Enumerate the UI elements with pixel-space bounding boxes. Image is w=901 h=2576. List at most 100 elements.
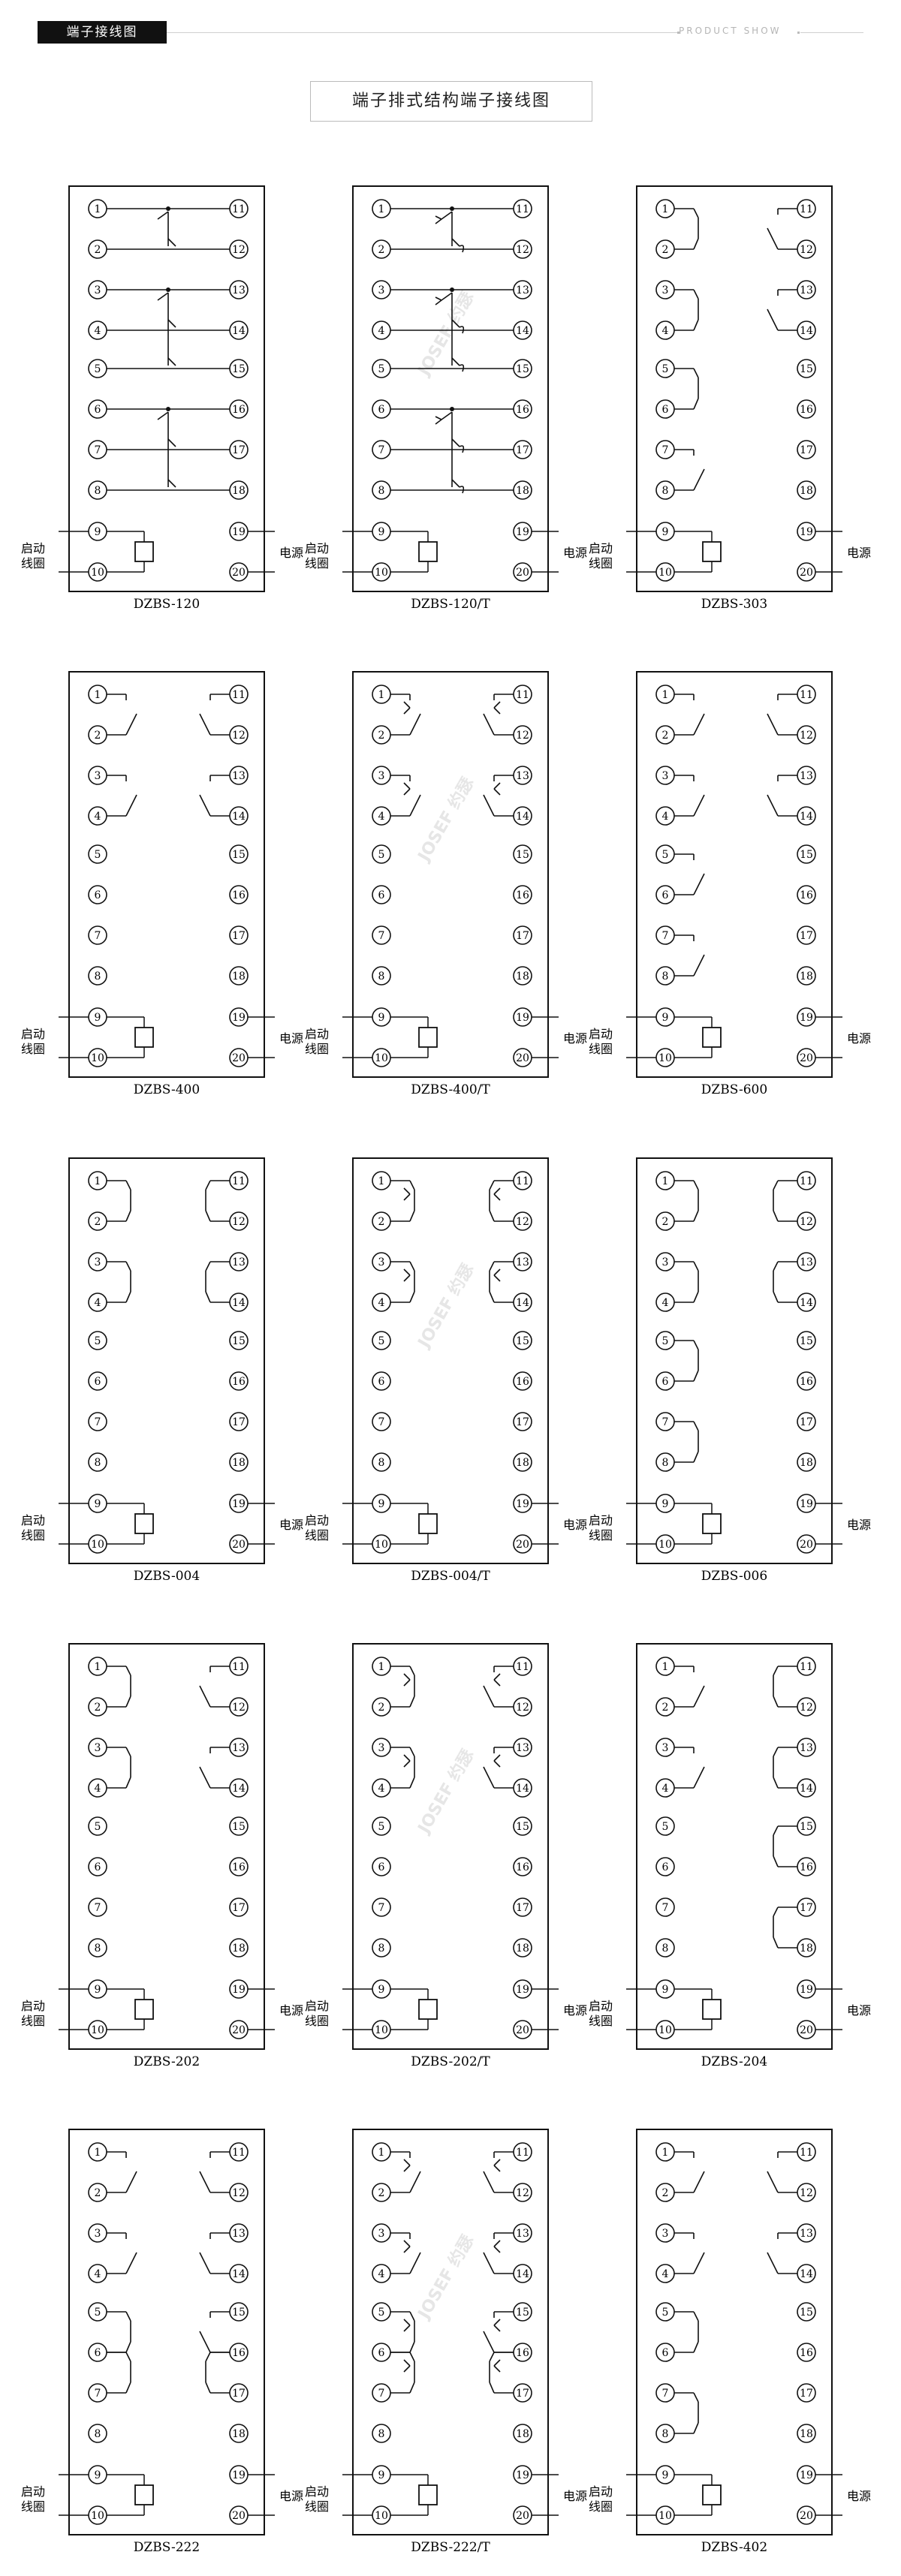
terminal-number: 11 [516,689,529,701]
terminal-number: 12 [516,244,529,256]
contact-blade [125,794,137,817]
terminal-number: 9 [378,1012,385,1024]
contact-blade [489,2382,495,2394]
start-coil-label: 启动 [21,1999,45,2013]
contact-blade [199,2171,211,2193]
terminal-number: 3 [95,1256,101,1268]
terminal-number: 1 [662,1175,669,1187]
relay-outline [68,185,265,592]
contact-blade [483,2331,495,2353]
header-divider [800,32,863,33]
contact-blade [199,2331,211,2353]
terminal-number: 8 [95,971,101,983]
contact-blade [199,794,211,817]
model-name: DZBS-004/T [411,1569,490,1584]
terminal-number: 5 [378,1821,385,1833]
terminal-number: 8 [662,1457,669,1469]
header-divider [167,32,677,33]
terminal-number: 7 [378,444,385,456]
contact-blade [773,1291,779,1303]
terminal-number: 4 [378,2268,385,2280]
terminal-number: 4 [378,1297,385,1309]
power-label: 电源 [563,2003,587,2018]
contact-blade [693,794,705,817]
terminal-pin [797,1412,816,1431]
contact-blade [693,2422,699,2434]
terminal-number: 11 [516,2147,529,2159]
contact-blade [493,788,501,796]
terminal-pin [372,1938,391,1958]
terminal-pin [88,885,107,904]
terminal-number: 18 [516,485,529,497]
relay-outline [68,1643,265,2050]
terminal-number: 6 [662,1376,669,1388]
terminal-number: 11 [232,203,246,215]
terminal-number: 13 [800,1256,813,1268]
contact-blade [693,1766,705,1789]
terminal-number: 17 [232,930,246,942]
contact-node [450,206,454,211]
contact-blade [435,218,442,224]
model-name: DZBS-222/T [411,2540,490,2555]
terminal-number: 2 [378,2187,385,2199]
contact-blade [693,2171,705,2193]
product-show-label: PRODUCT SHOW [679,26,782,36]
terminal-pin [88,925,107,945]
contact-blade [409,1261,415,1271]
terminal-pin [513,966,532,986]
contact-blade [403,2159,411,2166]
terminal-number: 8 [378,1943,385,1955]
terminal-pin [88,1412,107,1431]
contact-blade [693,1370,699,1382]
terminal-number: 14 [232,2268,246,2280]
contact-blade [157,211,169,220]
start-coil-label: 线圈 [305,2499,329,2514]
terminal-number: 20 [800,1052,813,1064]
contact-blade [451,319,460,328]
terminal-number: 7 [95,1416,101,1428]
terminal-number: 17 [232,444,246,456]
terminal-number: 17 [232,2388,246,2400]
terminal-number: 6 [95,404,101,416]
contact-blade [205,1291,211,1303]
power-label: 电源 [847,2489,871,2503]
terminal-number: 18 [800,2428,813,2440]
terminal-number: 15 [232,1335,246,1347]
contact-blade [403,2246,411,2253]
terminal-pin [229,1412,249,1431]
terminal-number: 10 [658,2024,672,2036]
terminal-number: 3 [662,770,669,782]
relay-outline [352,1157,549,1564]
contact-blade [773,1906,779,1917]
contact-blade [125,2311,131,2322]
terminal-number: 16 [800,1376,813,1388]
terminal-pin [88,1452,107,1472]
terminal-number: 10 [375,2024,388,2036]
terminal-pin [372,1897,391,1917]
terminal-number: 6 [95,889,101,901]
terminal-number: 14 [516,1783,529,1795]
terminal-number: 4 [662,811,669,823]
contact-blade [409,2352,415,2362]
coil-icon [418,2484,438,2505]
terminal-number: 19 [800,1984,813,1996]
terminal-pin [797,885,816,904]
terminal-number: 10 [375,2510,388,2522]
terminal-number: 4 [95,325,101,337]
terminal-number: 6 [662,889,669,901]
terminal-number: 12 [516,730,529,742]
terminal-number: 18 [800,1457,813,1469]
terminal-number: 20 [516,567,529,579]
contact-blade [773,1210,779,1222]
start-coil-label: 启动 [305,1999,329,2013]
terminal-number: 3 [378,1742,385,1754]
terminal-number: 11 [232,2147,246,2159]
contact-blade [435,215,442,220]
terminal-pin [513,1452,532,1472]
contact-blade [205,2382,211,2394]
terminal-number: 10 [658,1052,672,1064]
terminal-pin [88,2424,107,2443]
start-coil-label: 线圈 [305,1042,329,1056]
terminal-number: 7 [95,930,101,942]
